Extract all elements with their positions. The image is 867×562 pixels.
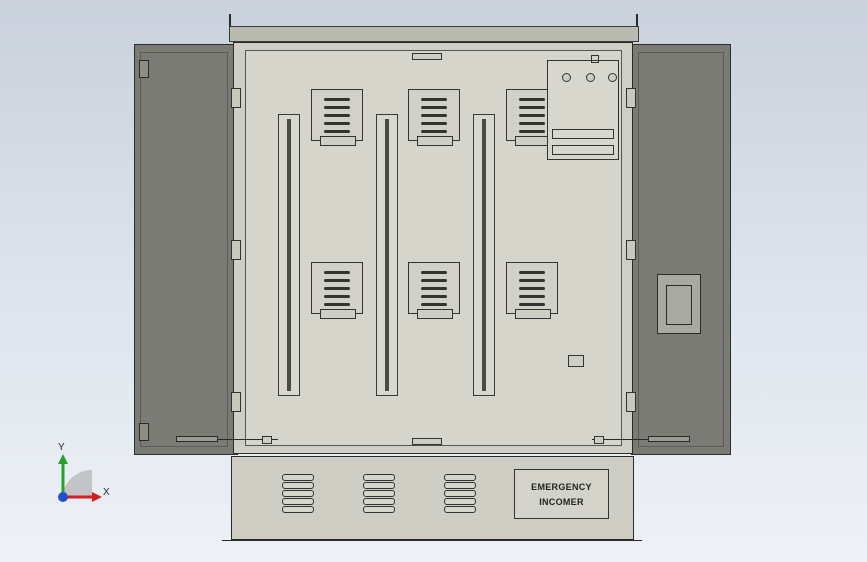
frame-post-right xyxy=(636,14,638,28)
left-door-latch-top xyxy=(139,60,149,78)
hinge-right-bottom xyxy=(626,392,636,412)
bracket-top-1 xyxy=(311,89,363,146)
right-door-panel xyxy=(638,52,724,447)
hinge-left-mid xyxy=(231,240,241,260)
din-rail-2 xyxy=(376,114,398,396)
bracket-mid-1 xyxy=(311,262,363,319)
right-door[interactable] xyxy=(631,44,731,455)
right-door-handle[interactable] xyxy=(648,436,690,442)
vent-louver-3 xyxy=(444,474,476,514)
emergency-incomer-label: EMERGENCY INCOMER xyxy=(514,469,609,519)
axis-triad-icon xyxy=(50,440,120,510)
bracket-top-2 xyxy=(408,89,460,146)
earth-stud xyxy=(568,355,584,367)
left-door-panel xyxy=(140,52,228,447)
hinge-left-bottom xyxy=(231,392,241,412)
vent-louver-2 xyxy=(363,474,395,514)
bottom-base-rail xyxy=(222,540,642,548)
terminal-screw xyxy=(591,55,599,63)
left-door[interactable] xyxy=(134,44,238,455)
stay-bracket-left xyxy=(262,436,272,444)
bracket-mid-2 xyxy=(408,262,460,319)
y-axis-label: Y xyxy=(58,442,65,453)
hinge-right-mid xyxy=(626,240,636,260)
right-door-stay xyxy=(592,439,648,440)
top-tab xyxy=(412,53,442,60)
left-door-latch-bottom xyxy=(139,423,149,441)
din-rail-3 xyxy=(473,114,495,396)
vent-louver-1 xyxy=(282,474,314,514)
left-door-stay xyxy=(218,439,278,440)
hinge-right-top xyxy=(626,88,636,108)
stay-bracket-right xyxy=(594,436,604,444)
bottom-tab xyxy=(412,438,442,445)
bracket-mid-3 xyxy=(506,262,558,319)
x-axis-label: X xyxy=(103,487,110,498)
terminal-plate xyxy=(547,60,619,160)
left-door-handle[interactable] xyxy=(176,436,218,442)
frame-post-left xyxy=(229,14,231,28)
door-pocket-bracket xyxy=(657,274,701,334)
hinge-left-top xyxy=(231,88,241,108)
label-line-1: EMERGENCY xyxy=(531,482,592,492)
din-rail-1 xyxy=(278,114,300,396)
cabinet-top-cap xyxy=(229,26,639,42)
label-line-2: INCOMER xyxy=(539,497,584,507)
